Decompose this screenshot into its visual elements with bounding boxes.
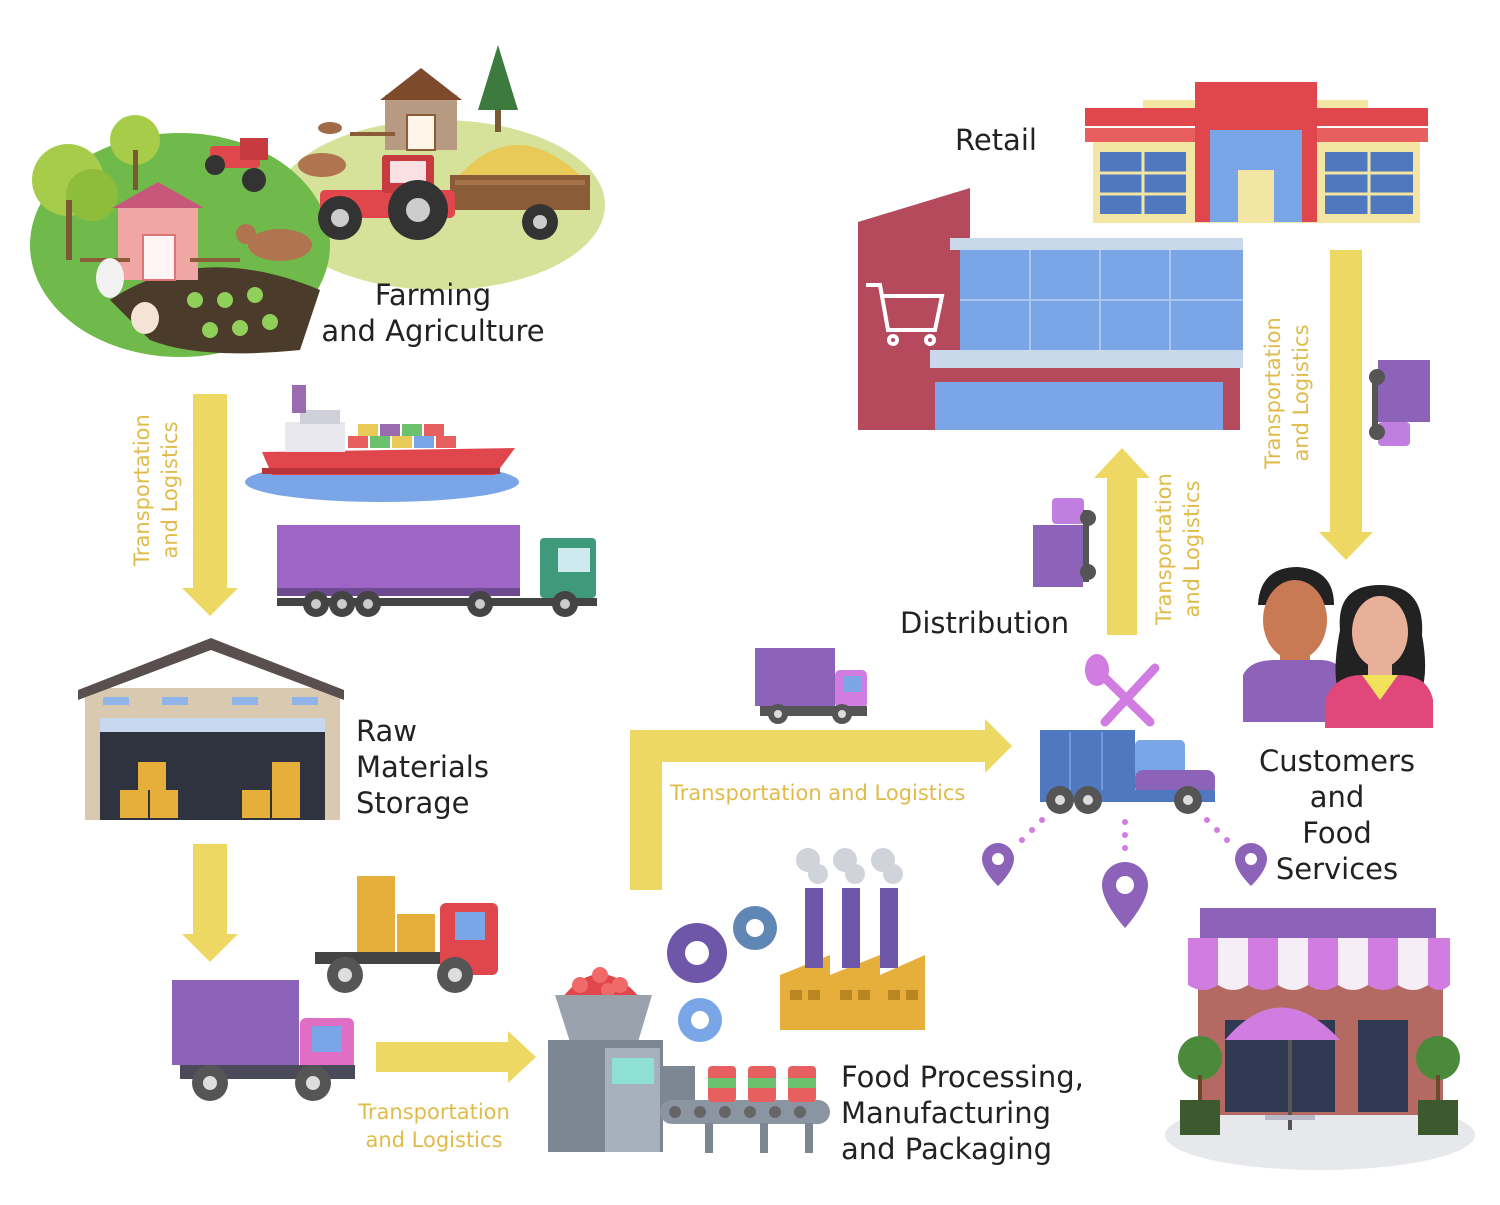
arrow-storage-to-truck (182, 844, 238, 962)
box-truck-icon (172, 980, 355, 1101)
transport-label-line: Transportation (1152, 473, 1176, 625)
transport-label-line: and Logistics (158, 421, 182, 559)
transport-label-distribution-retail: Transportation and Logistics (1150, 464, 1206, 634)
supermarket-illustration (858, 188, 1243, 430)
delivery-truck-icon-right (1369, 360, 1430, 446)
food-processing-illustration (548, 906, 830, 1153)
location-pin-icons (982, 843, 1267, 928)
stage-label-line: Materials (356, 750, 489, 784)
transport-label-farm-storage: Transportation and Logistics (128, 405, 184, 575)
transport-label-processing-distribution: Transportation and Logistics (670, 779, 965, 807)
stage-label-processing: Food Processing, Manufacturing and Packa… (841, 1059, 1084, 1167)
jar-icons (708, 1066, 816, 1102)
fork-and-spoon-icon (1085, 654, 1160, 727)
location-pin-icon (1102, 862, 1148, 928)
stage-label-line: and (1309, 780, 1365, 814)
transport-label-storage-processing: Transportation and Logistics (349, 1098, 519, 1154)
transport-label-line: Transportation and Logistics (670, 781, 966, 805)
stage-label-distribution: Distribution (900, 605, 1069, 641)
stage-label-line: Services (1275, 852, 1399, 886)
stage-label-line: Farming (374, 278, 492, 312)
transport-label-line: Transportation (130, 414, 154, 566)
transport-label-line: and Logistics (1180, 480, 1204, 618)
arrow-distribution-to-retail (1094, 448, 1150, 635)
delivery-truck-icon (1040, 730, 1215, 814)
stage-label-line: and Agriculture (321, 314, 545, 348)
factory-illustration (780, 848, 925, 1030)
stage-label-line: Food (1302, 816, 1372, 850)
cafe-illustration (1165, 908, 1475, 1170)
stage-label-line: Raw (356, 714, 418, 748)
farm-illustration (30, 45, 605, 357)
purple-van-icon (755, 648, 867, 724)
stage-label-customers: Customers and Food Services (1248, 743, 1426, 887)
stage-label-storage: Raw Materials Storage (356, 713, 489, 821)
stage-label-line: Customers (1259, 744, 1415, 778)
transport-label-line: and Logistics (1289, 324, 1313, 462)
customers-illustration (1243, 567, 1433, 728)
dotted-routes (1019, 817, 1230, 851)
arrow-retail-to-customers (1319, 250, 1373, 560)
delivery-truck-icon-vertical (1033, 498, 1096, 587)
flatbed-truck-icon (315, 876, 498, 993)
stage-label-line: Distribution (900, 606, 1070, 640)
stage-label-line: and Packaging (841, 1132, 1052, 1166)
stage-label-line: Retail (955, 123, 1037, 157)
container-truck-icon (277, 525, 597, 617)
transport-label-line: and Logistics (365, 1128, 503, 1152)
cargo-ship-icon (245, 385, 519, 502)
transport-label-retail-customers: Transportation and Logistics (1259, 308, 1315, 478)
warehouse-illustration (78, 638, 344, 820)
arrow-farm-to-storage (182, 394, 238, 616)
stage-label-line: Storage (356, 786, 470, 820)
stage-label-line: Food Processing, (841, 1060, 1084, 1094)
stage-label-line: Manufacturing (841, 1096, 1051, 1130)
transport-label-line: Transportation (1261, 317, 1285, 469)
stage-label-retail: Retail (955, 122, 1037, 158)
stage-label-farming: Farming and Agriculture (316, 277, 550, 349)
flow-arrows (182, 250, 1373, 1083)
shopping-cart-icon (866, 283, 945, 346)
transport-label-line: Transportation (358, 1100, 510, 1124)
arrow-truck-to-processing (376, 1031, 536, 1083)
arrow-processing-to-distribution (630, 719, 1012, 890)
retail-store-illustration (1085, 82, 1428, 223)
